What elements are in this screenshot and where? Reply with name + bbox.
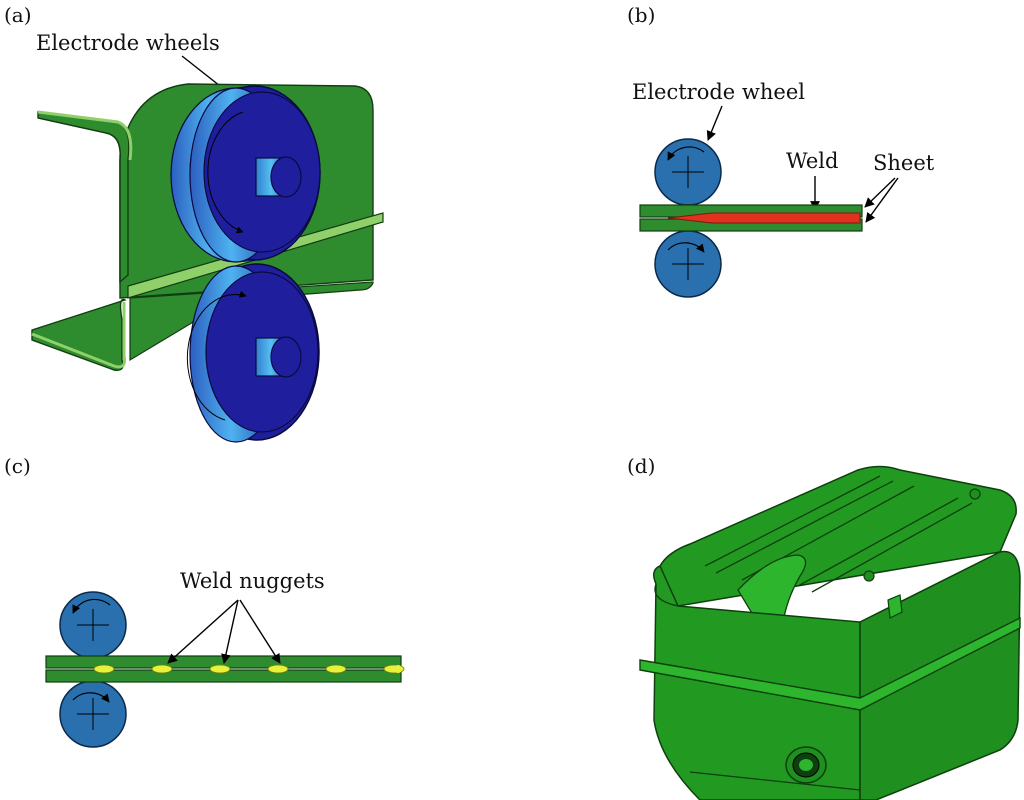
- side-bracket: [887, 594, 903, 619]
- upper-roller-c: [59, 591, 127, 659]
- weld-nugget: [151, 664, 173, 674]
- panel-a: (a) Electrode wheels: [4, 3, 384, 443]
- wheel-pointer: [706, 105, 723, 141]
- lower-roller: [654, 230, 722, 298]
- panel-b-sheet-label: Sheet: [873, 151, 935, 175]
- panel-a-tag: (a): [4, 3, 32, 27]
- weld-nugget: [209, 664, 231, 674]
- panel-b-weld-label: Weld: [786, 149, 838, 173]
- upper-roller: [654, 138, 722, 206]
- filler-port: [785, 746, 827, 784]
- panel-b-wheel-label: Electrode wheel: [632, 80, 805, 104]
- panel-c-tag: (c): [4, 454, 31, 478]
- weld-nugget-partial: [394, 665, 402, 673]
- nugget-pointer-2: [221, 599, 239, 664]
- vent-hole: [863, 570, 875, 582]
- weld-nugget: [93, 664, 115, 674]
- channel-bottom-flange: [31, 298, 127, 371]
- panel-b: (b) Electrode wheel Weld Sheet: [627, 3, 935, 298]
- weld-nuggets: [93, 664, 405, 674]
- nugget-pointer-3: [239, 599, 281, 664]
- weld-nugget: [267, 664, 289, 674]
- sheet-pair: [639, 204, 863, 232]
- top-flange-surface: [37, 117, 121, 282]
- weld-zone: [667, 212, 861, 224]
- panel-b-tag: (b): [627, 3, 655, 27]
- vent-hole: [969, 488, 981, 500]
- sheet-pointer-bottom: [865, 177, 899, 223]
- panel-d-tag: (d): [627, 454, 655, 478]
- panel-c: (c) Weld nuggets: [4, 454, 405, 748]
- panel-d: (d): [627, 454, 1021, 800]
- panel-c-label: Weld nuggets: [180, 569, 325, 593]
- sheet-pointer-top: [864, 177, 896, 208]
- top-flange-edge: [37, 110, 133, 161]
- lower-electrode-wheel: [186, 263, 320, 443]
- fuel-tank: [639, 465, 1021, 800]
- bottom-flange-edge: [31, 302, 126, 369]
- nugget-pointer-1: [167, 599, 239, 664]
- panel-a-label: Electrode wheels: [36, 31, 220, 55]
- upper-electrode-wheel: [170, 85, 321, 263]
- lower-roller-c: [59, 680, 127, 748]
- weld-nugget: [325, 664, 347, 674]
